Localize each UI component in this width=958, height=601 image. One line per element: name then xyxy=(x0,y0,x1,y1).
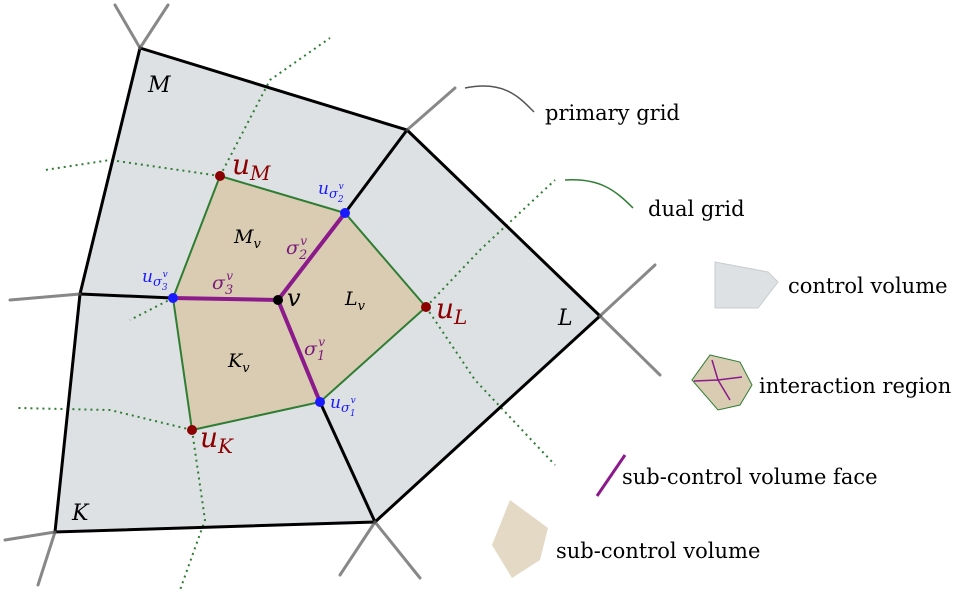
cell-unknown-label-L: uL xyxy=(436,292,467,329)
dual-edge xyxy=(219,37,331,177)
primary-edge xyxy=(343,129,409,214)
primary-edge-fading xyxy=(138,3,170,50)
primary-edge-fading xyxy=(338,520,377,577)
cell-label-K: K xyxy=(71,501,90,526)
vertex-node xyxy=(273,295,283,305)
face-node-2 xyxy=(340,208,350,218)
sub-control-volume-face-swatch xyxy=(595,454,627,497)
primary-edge-fading xyxy=(113,3,142,50)
dual-edge xyxy=(179,429,207,591)
nodes xyxy=(168,171,431,435)
sub-volume-label-L: Lv xyxy=(344,288,366,314)
face-node-3 xyxy=(168,293,178,303)
dual-edge xyxy=(17,407,193,431)
face-unknown-label-2: uσ2v xyxy=(318,179,344,205)
cell-node-L xyxy=(421,302,431,312)
legend-sub-control-volume-face: sub-control volume face xyxy=(622,465,878,489)
primary-edge-fading xyxy=(598,314,662,377)
primary-edge-fading xyxy=(36,530,57,587)
primary-grid-fading-edges xyxy=(3,3,662,587)
primary-edge-fading xyxy=(3,530,57,542)
legend-primary-grid: primary grid xyxy=(545,101,680,125)
control-volume-swatch xyxy=(714,261,779,309)
sub-control-volume-face-2 xyxy=(276,211,347,302)
face-unknown-label-1: uσ1v xyxy=(330,393,356,419)
primary-edge-fading xyxy=(8,292,82,302)
face-node-1 xyxy=(315,397,325,407)
dual-grid-leader xyxy=(564,179,634,209)
face-label-1: σ1v xyxy=(304,335,325,364)
primary-grid-leader xyxy=(464,85,535,113)
sub-control-volume-face-1 xyxy=(276,299,322,403)
legend-dual-grid: dual grid xyxy=(648,197,745,221)
primary-edge-fading xyxy=(373,520,422,580)
dual-edge xyxy=(129,297,174,321)
primary-edge-fading xyxy=(598,263,657,318)
control-volume-M xyxy=(80,48,407,300)
vertex-label: v xyxy=(287,284,301,312)
dual-edge xyxy=(44,158,221,177)
interaction-region-swatch xyxy=(691,354,753,411)
dual-edge xyxy=(425,179,556,308)
cell-node-K xyxy=(187,425,197,435)
dual-grid xyxy=(17,37,556,591)
cell-unknown-label-K: uK xyxy=(200,421,234,458)
face-unknown-label-3: uσ3v xyxy=(142,267,168,293)
primary-edge-fading xyxy=(405,86,457,132)
legend-control-volume: control volume xyxy=(788,274,948,298)
primary-edge xyxy=(79,292,174,300)
legend-sub-control-volume: sub-control volume xyxy=(556,539,760,563)
primary-edge xyxy=(318,401,377,523)
face-label-3: σ3v xyxy=(212,269,233,298)
cell-label-M: M xyxy=(147,73,171,98)
legend-interaction-region: interaction region xyxy=(759,374,951,398)
face-label-2: σ2v xyxy=(286,234,307,263)
cell-unknown-label-M: uM xyxy=(232,148,271,185)
sub-volume-label-K: Kv xyxy=(227,350,250,376)
sub-control-volume-face-3 xyxy=(172,296,279,302)
interaction-region xyxy=(173,176,426,430)
sub-control-volume-faces xyxy=(172,211,347,403)
sub-control-volume-swatch xyxy=(492,500,548,578)
cell-node-M xyxy=(215,171,225,181)
cell-label-L: L xyxy=(557,306,573,331)
sub-volume-label-M: Mv xyxy=(233,226,261,252)
